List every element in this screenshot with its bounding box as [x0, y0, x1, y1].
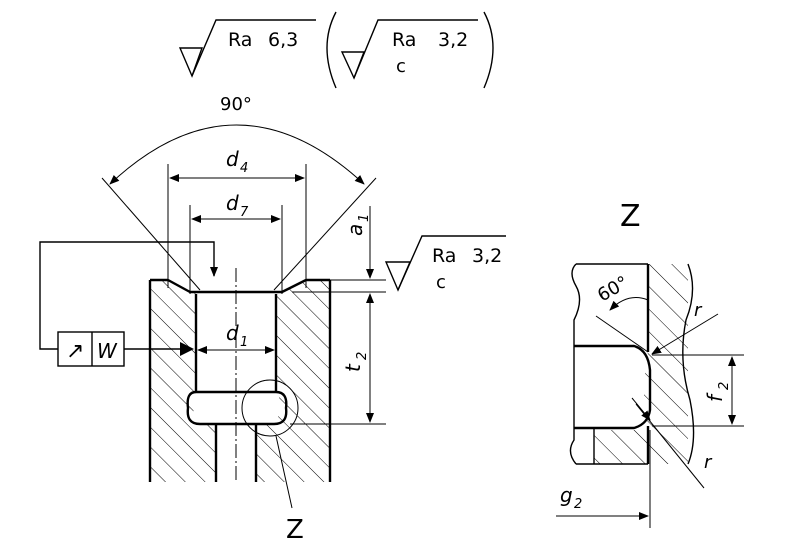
t2-subscript: 2 [355, 352, 370, 360]
d4-dimension: d 4 [167, 147, 307, 288]
d7-label: d [226, 191, 239, 215]
runout-symbol: ↗ [66, 339, 84, 364]
a1-subscript: 1 [357, 214, 372, 222]
surface-finish-bracketed: Ra 3,2 c [326, 11, 494, 89]
surface-finish-general: Ra 6,3 [178, 19, 316, 78]
d4-label: d [226, 147, 239, 171]
g2-label: g [560, 483, 573, 507]
detail-view-z: Z 60° r r f 2 g 2 [556, 199, 744, 528]
surface-finish-counterbore: Ra 3,2 c [384, 235, 506, 293]
left-paren [326, 11, 337, 89]
d4-subscript: 4 [240, 161, 248, 176]
detail-circle [241, 379, 299, 437]
tolerance-frame: ↗ W [39, 241, 218, 367]
d1-subscript: 1 [240, 335, 248, 350]
d1-dimension: d 1 [197, 321, 275, 354]
ra-value: 3,2 [438, 29, 468, 51]
datum-triangle [180, 342, 194, 356]
radius-bottom-label: r [704, 452, 713, 473]
a1-label: a [343, 224, 367, 236]
ra-label: Ra [392, 29, 416, 51]
d7-dimension: d 7 [189, 191, 283, 294]
a1-dimension: a 1 [292, 206, 386, 293]
t2-dimension: t 2 [290, 293, 386, 425]
angle-60-label: 60° [594, 272, 632, 306]
f2-label: f [703, 392, 727, 402]
ra-value: 3,2 [472, 245, 502, 267]
ra-suffix: c [436, 272, 446, 293]
radius-top-label: r [694, 300, 703, 321]
ra-label: Ra [228, 29, 252, 51]
g2-subscript: 2 [574, 497, 582, 512]
ra-value: 6,3 [268, 29, 298, 51]
datum-letter: W [97, 339, 118, 363]
f2-subscript: 2 [717, 382, 732, 390]
detail-marker: Z [286, 515, 304, 545]
cross-section: Z [148, 268, 332, 545]
d7-subscript: 7 [240, 205, 249, 220]
t2-label: t [341, 363, 365, 372]
d1-label: d [226, 321, 239, 345]
right-paren [483, 11, 494, 89]
detail-title: Z [620, 199, 641, 234]
angle-dimension: 90° [101, 94, 377, 291]
ra-suffix: c [396, 56, 406, 77]
ra-label: Ra [432, 245, 456, 267]
angle-label: 90° [220, 94, 252, 115]
